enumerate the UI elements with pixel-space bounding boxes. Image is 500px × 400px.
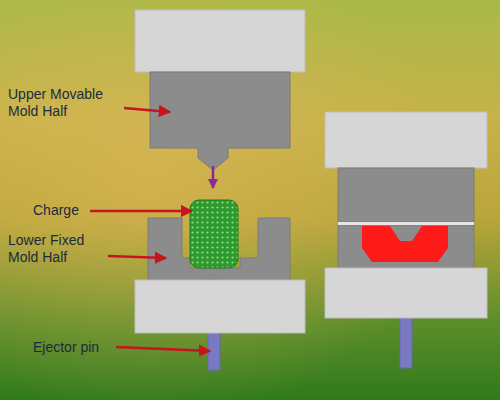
leader-arrow	[124, 108, 170, 112]
leader-arrow	[108, 256, 166, 258]
upper-platen	[325, 112, 487, 168]
open-mold	[135, 10, 305, 370]
upper-platen	[135, 10, 305, 72]
part-label: Lower Fixed Mold Half	[8, 232, 104, 266]
charge	[190, 200, 238, 268]
upper-mold-half	[150, 72, 290, 170]
lower-platen	[135, 280, 305, 333]
leader-arrow	[90, 210, 192, 213]
part-label: Upper Movable Mold Half	[8, 86, 122, 120]
part-label: Charge	[33, 202, 87, 219]
parting-line	[338, 222, 474, 225]
lower-mold-half	[338, 225, 474, 268]
molded-part	[362, 226, 448, 262]
motion-arrow	[212, 166, 215, 188]
closed-mold	[325, 112, 487, 368]
ejector-pin	[400, 318, 412, 368]
lower-platen	[325, 268, 487, 318]
part-label: Ejector pin	[33, 339, 113, 356]
leader-arrow	[116, 347, 210, 351]
leader-arrows	[90, 108, 210, 351]
upper-mold-half	[338, 168, 474, 222]
